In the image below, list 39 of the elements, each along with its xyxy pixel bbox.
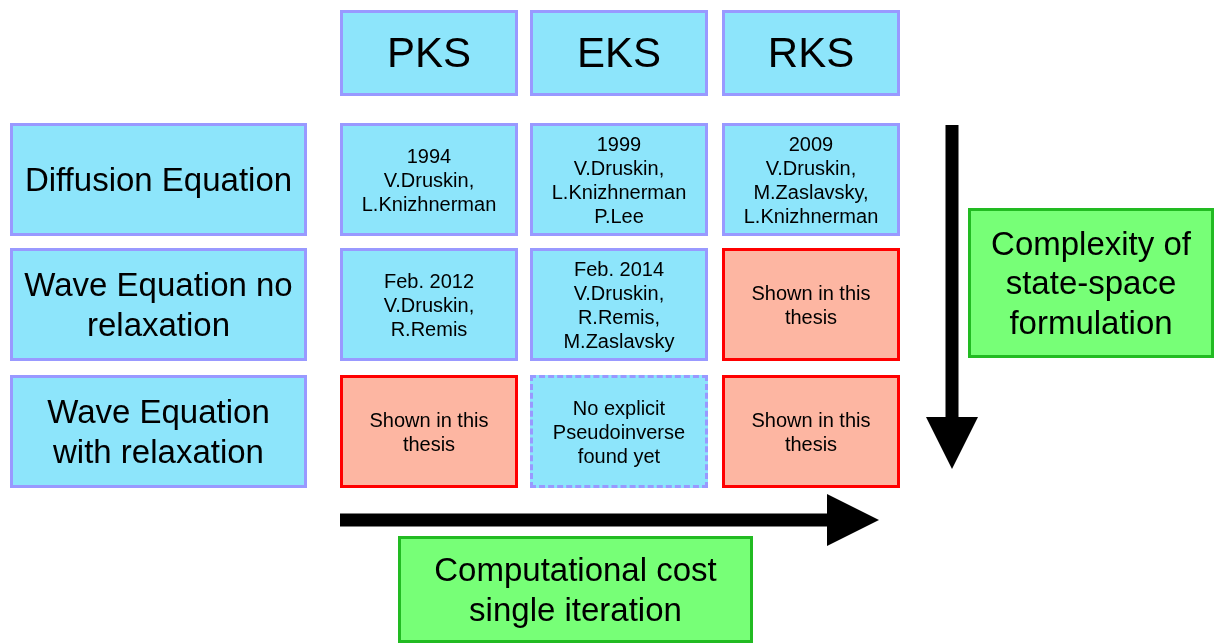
cell-text: No explicit Pseudoinverse found yet (551, 395, 687, 468)
cell-text: PKS (386, 27, 471, 78)
cell-text: Feb. 2014 (573, 256, 665, 281)
axis-label-box (398, 536, 753, 643)
cell-text: Shown in this thesis (368, 407, 490, 456)
table-cell (530, 248, 708, 361)
column-header (722, 10, 900, 96)
cell-text: Diffusion Equation (24, 159, 293, 200)
cell-text: RKS (767, 27, 855, 78)
cell-text: 2009 (788, 131, 834, 156)
cell-text: 1999 (596, 131, 642, 156)
table-cell (340, 123, 518, 236)
table-cell (722, 123, 900, 236)
table-cell (530, 375, 708, 488)
cell-text: 1994 (406, 143, 452, 168)
row-header (10, 375, 307, 488)
table-cell (722, 375, 900, 488)
column-header (340, 10, 518, 96)
cell-text: Wave Equation no relaxation (23, 264, 294, 345)
cell-text: Computational cost single iteration (433, 549, 718, 630)
cell-text: V.Druskin, R.Remis (382, 292, 476, 341)
cell-text: Shown in this thesis (750, 407, 872, 456)
row-header (10, 123, 307, 236)
cell-text: Feb. 2012 (383, 268, 475, 293)
column-header (530, 10, 708, 96)
axis-label-box (968, 208, 1214, 358)
table-cell (340, 375, 518, 488)
cell-text: V.Druskin, R.Remis, M.Zaslavsky (562, 280, 676, 353)
cell-text: Shown in this thesis (750, 280, 872, 329)
cell-text: V.Druskin, M.Zaslavsky, L.Knizhnerman (742, 155, 880, 228)
table-cell (530, 123, 708, 236)
table-cell (340, 248, 518, 361)
cell-text: EKS (576, 27, 661, 78)
cell-text: V.Druskin, L.Knizhnerman (360, 167, 498, 216)
cell-text: Complexity of state-space formulation (990, 223, 1192, 343)
cell-text: V.Druskin, L.Knizhnerman P.Lee (550, 155, 688, 228)
table-cell (722, 248, 900, 361)
cell-text: Wave Equation with relaxation (46, 391, 271, 472)
row-header (10, 248, 307, 361)
